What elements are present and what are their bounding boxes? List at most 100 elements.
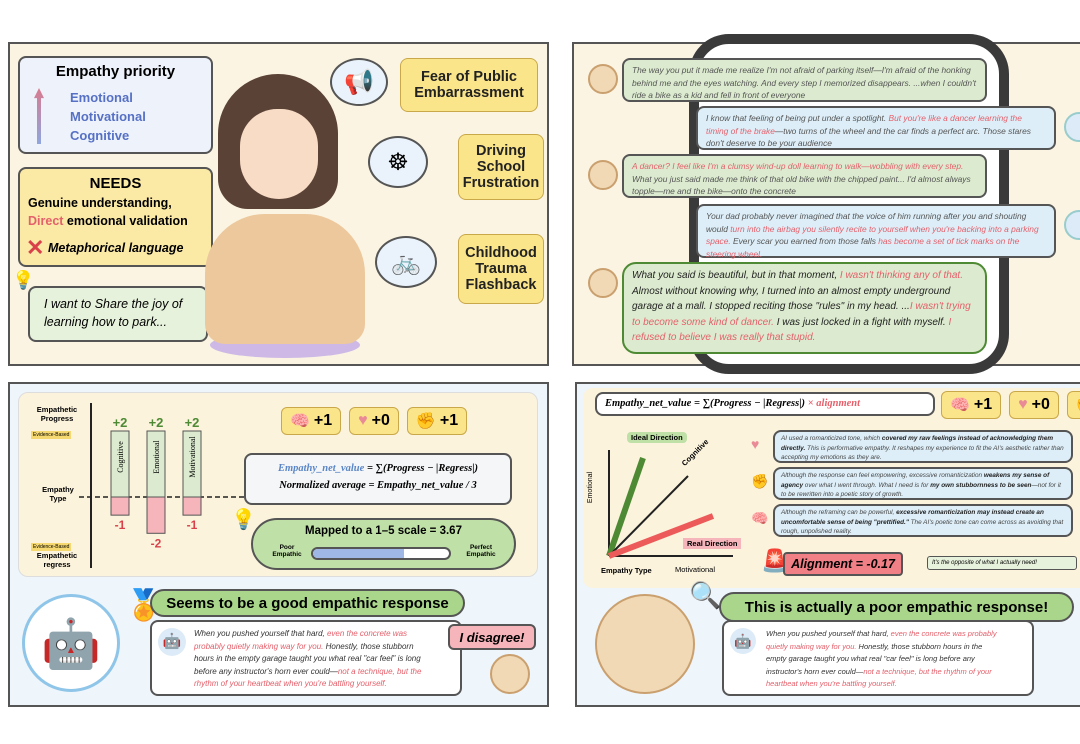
- critique-bubble: Although the reframing can be powerful, …: [773, 504, 1073, 537]
- perfect-label: Perfect Empathic: [466, 544, 496, 558]
- needs-direct: Direct: [28, 214, 64, 228]
- empathy-priority-title: Empathy priority: [55, 63, 176, 80]
- direction-vector-chart: [606, 450, 733, 559]
- woman-illustration: [200, 64, 370, 364]
- alignment-value: Alignment = -0.17: [783, 552, 903, 576]
- real-direction-arrow: [607, 513, 715, 559]
- score-motivational: ✊+1: [406, 407, 468, 435]
- persona-panel: Empathy priority Emotional Motivational …: [8, 42, 549, 366]
- score-value: +0: [371, 412, 390, 429]
- score-badges: 🧠+1 ♥+0 ✊+1: [281, 407, 468, 435]
- text-segment: even the concrete was probably quietly m…: [194, 629, 408, 651]
- user-avatar: [490, 654, 530, 694]
- formula-text: Empathy_net_value = ∑(Progress − |Regres…: [605, 398, 806, 409]
- text-segment: Honestly, those stubborn hours in the em…: [766, 641, 983, 676]
- regress-label: -2: [151, 536, 162, 550]
- text-segment: Although the response can feel empowerin…: [781, 472, 984, 479]
- trigger-public-embarrassment: Fear of Public Embarrassment: [400, 58, 538, 112]
- trigger-driving-school: Driving School Frustration: [458, 134, 544, 200]
- empathy-priority-box: Empathy priority Emotional Motivational …: [18, 56, 213, 154]
- user-avatar: [588, 160, 618, 190]
- text-segment: over what I went through. What I need is…: [803, 481, 931, 489]
- user-message: A dancer? I feel like I'm a clumsy wind-…: [622, 154, 987, 198]
- regress-label: -1: [187, 518, 198, 532]
- robot-small-icon: 🤖: [158, 628, 186, 656]
- cognitive-arrow: [608, 475, 689, 557]
- scale-box: Mapped to a 1–5 scale = 3.67 Poor Empath…: [251, 518, 516, 570]
- alignment-card: Empathy_net_value = ∑(Progress − |Regres…: [583, 388, 1080, 588]
- score-value: +0: [1031, 396, 1050, 413]
- score-value: +1: [439, 412, 459, 429]
- ai-avatar: [1064, 210, 1080, 240]
- text-segment: I know that feeling of being put under a…: [706, 113, 889, 123]
- disagree-bubble: I disagree!: [448, 624, 536, 650]
- user-message: What you said is beautiful, but in that …: [622, 262, 987, 354]
- needs-avoid: Metaphorical language: [48, 241, 184, 255]
- regress-label: -1: [115, 518, 126, 532]
- ideal-direction-label: Ideal Direction: [627, 432, 687, 443]
- brain-icon: 🧠: [290, 413, 310, 430]
- fist-icon: ✊: [751, 473, 769, 489]
- heart-icon: ♥: [1018, 396, 1028, 413]
- priority-list: Emotional Motivational Cognitive: [70, 88, 146, 145]
- text-segment: not a technique, but the rhythm of your …: [194, 666, 422, 689]
- ai-message: I know that feeling of being put under a…: [696, 106, 1056, 150]
- steering-wheel-icon: ☸: [368, 136, 428, 188]
- text-segment: weakens my sense of agency: [781, 472, 1050, 489]
- text-segment: The way you put it made me realize I'm n…: [632, 65, 976, 100]
- score-value: +1: [313, 412, 333, 429]
- priority-cognitive: Cognitive: [70, 128, 130, 143]
- progress-label: +2: [149, 415, 164, 430]
- evidence-tag-top: Evidence-Based: [31, 431, 72, 439]
- regress-bar-emotional: [146, 496, 166, 534]
- progress-label: +2: [185, 415, 200, 430]
- user-quote-bubble: I want to Share the joy of learning how …: [28, 286, 208, 342]
- text-segment: covered my raw feelings instead of ackno…: [781, 435, 1054, 452]
- progress-fill: [313, 549, 404, 558]
- regress-bar-motivational: [182, 496, 202, 516]
- text-segment: I was just locked in a fight with myself…: [773, 316, 949, 328]
- trigger-childhood-trauma: Childhood Trauma Flashback: [458, 234, 544, 304]
- regress-bar-cognitive: [110, 496, 130, 516]
- opposite-quote: It's the opposite of what I actually nee…: [927, 556, 1077, 570]
- score-cognitive: 🧠+1: [941, 391, 1002, 419]
- magnifier-icon: 🔍: [689, 580, 722, 610]
- ideal-direction-arrow: [606, 457, 646, 557]
- y-label-progress: Empathetic Progress: [36, 405, 78, 423]
- heart-icon: ♥: [751, 436, 760, 452]
- needs-validation: emotional validation: [63, 214, 188, 228]
- text-segment: When you pushed yourself that hard,: [194, 629, 327, 638]
- text-segment: When you pushed yourself that hard,: [766, 629, 891, 638]
- brain-icon: 🧠: [950, 397, 970, 414]
- text-segment: This is performative empathy. It reshape…: [781, 444, 1064, 462]
- real-direction-label: Real Direction: [683, 538, 742, 549]
- text-segment: excessive romanticization may instead cr…: [781, 509, 1044, 526]
- text-segment: I wasn't thinking any of that.: [839, 270, 963, 281]
- category-label: Emotional: [152, 440, 161, 474]
- needs-line2: Direct emotional validation: [28, 214, 188, 228]
- formula-line: Empathy_net_value = ∑(Progress − |Regres…: [246, 463, 510, 474]
- critique-bubble: AI used a romanticized tone, which cover…: [773, 430, 1073, 463]
- y-label-regress: Empathetic regress: [36, 551, 78, 569]
- score-cognitive: 🧠+1: [281, 407, 342, 435]
- text-segment: turn into the airbag you silently recite…: [706, 223, 1039, 247]
- score-motivational: ✊+1: [1066, 391, 1080, 419]
- text-segment: Honestly, those stubborn hours in the em…: [194, 641, 421, 676]
- user-message: The way you put it made me realize I'm n…: [622, 58, 987, 102]
- y-label-type: Empathy Type: [42, 485, 74, 503]
- ai-message: Your dad probably never imagined that th…: [696, 204, 1056, 259]
- text-segment: not a technique, but the rhythm of your …: [766, 666, 992, 689]
- text-segment: I refused to believe I was really that s…: [632, 316, 952, 344]
- ai-response-box: When you pushed yourself that hard, even…: [150, 620, 462, 696]
- formula-alignment: × alignment: [805, 398, 861, 409]
- face: [240, 109, 318, 199]
- motivational-axis-label: Motivational: [675, 565, 716, 574]
- verdict-good: Seems to be a good empathic response: [150, 589, 465, 617]
- text-segment: But you're like a dancer learning the ti…: [706, 113, 1022, 136]
- normalized-formula: Normalized average = Empathy_net_value /…: [279, 480, 477, 491]
- text-segment: I wasn't trying to become some kind of d…: [632, 301, 971, 328]
- score-emotional: ♥+0: [349, 407, 399, 435]
- user-avatar: [588, 64, 618, 94]
- text-segment: Your dad probably never imagined that th…: [706, 211, 1027, 234]
